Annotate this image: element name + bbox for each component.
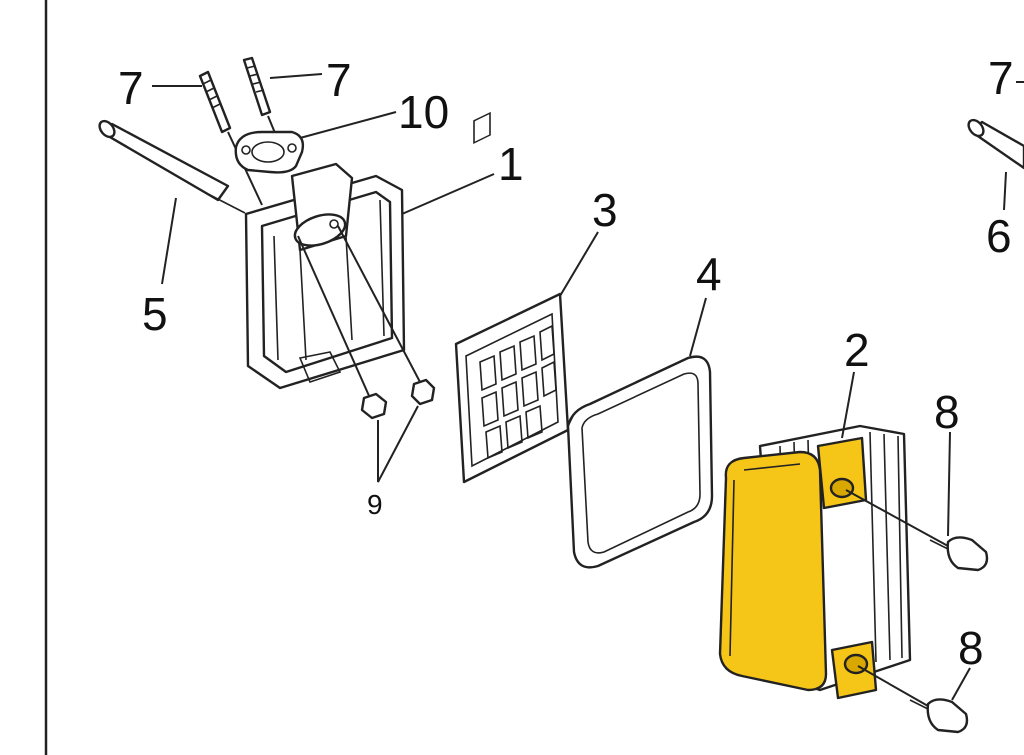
part-2-cover — [718, 424, 912, 700]
leader-7-mid — [269, 73, 323, 79]
part-10-gasket — [234, 130, 305, 174]
part-4-filter-element — [566, 355, 714, 569]
leader-8-bottom — [951, 667, 971, 701]
callout-10: 10 — [398, 86, 449, 138]
leader-1 — [401, 173, 495, 215]
callout-3: 3 — [592, 184, 618, 236]
leader-5 — [161, 197, 177, 285]
callout-8-top: 8 — [934, 386, 960, 438]
leader-8-top — [947, 431, 951, 537]
callout-9: 9 — [367, 489, 383, 520]
part-8-knob-bottom — [857, 665, 969, 734]
leader-6 — [1003, 171, 1007, 211]
callout-4: 4 — [696, 248, 722, 300]
part-3-screen — [454, 111, 570, 484]
callout-2: 2 — [844, 324, 870, 376]
part-6-breather-tube-right — [967, 118, 1024, 170]
part-9-nuts — [297, 225, 436, 483]
leader-3 — [559, 231, 599, 297]
part-7-stud-middle — [242, 56, 283, 151]
cover-highlight-face — [718, 450, 828, 692]
part-1-air-cleaner-base — [244, 162, 406, 390]
part-5-breather-tube — [98, 119, 246, 214]
callout-1: 1 — [498, 138, 524, 190]
callout-5: 5 — [142, 288, 168, 340]
callout-7-right: 7 — [988, 52, 1014, 104]
leader-4 — [689, 297, 707, 357]
part-8-knob-top — [845, 489, 989, 572]
callout-7-left: 7 — [118, 62, 144, 114]
callout-8-bottom: 8 — [958, 622, 984, 674]
leader-2 — [841, 371, 855, 439]
callout-6: 6 — [986, 210, 1012, 262]
callout-7-mid: 7 — [326, 54, 352, 106]
leader-10 — [299, 111, 397, 139]
